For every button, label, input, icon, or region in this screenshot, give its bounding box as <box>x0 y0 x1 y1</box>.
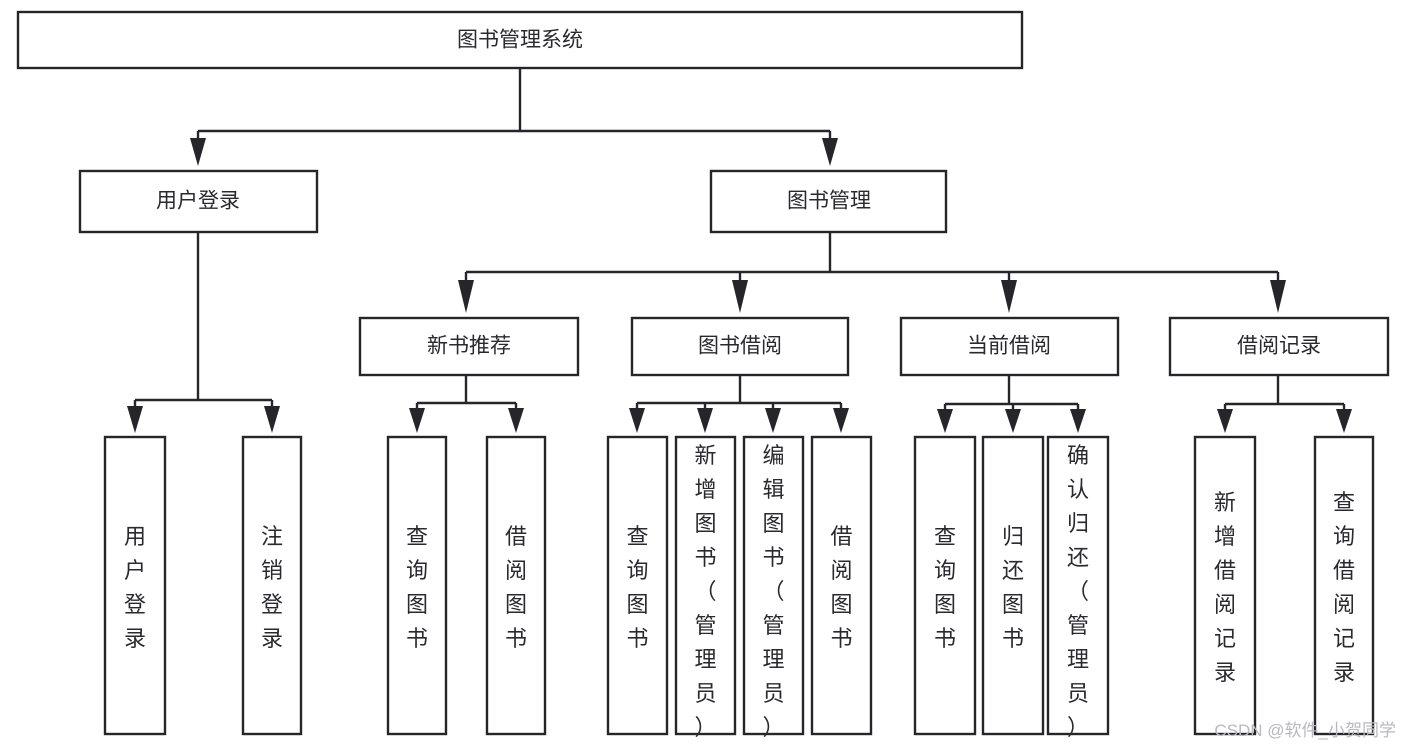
node-user-login-label: 用户登录 <box>156 190 240 213</box>
arrow-head-user-login-leaf-1 <box>127 406 143 433</box>
leaf-query-book-3[interactable]: 查询图书 <box>913 435 977 736</box>
node-user-login-box[interactable] <box>78 169 319 234</box>
leaf-user-login-box[interactable] <box>103 435 167 736</box>
arrow-head-user-login-leaf-2 <box>264 406 280 433</box>
arrow-head-root-to-user-login <box>190 138 206 166</box>
leaf-borrow-book-1[interactable]: 借阅图书 <box>485 435 547 736</box>
node-new-book-rec[interactable]: 新书推荐 <box>358 316 580 377</box>
leaf-add-borrow-record[interactable]: 新增借阅记录 <box>1193 435 1257 736</box>
arrow-head-current-borrow-leaf-3 <box>1070 409 1086 433</box>
node-borrow-record-label: 借阅记录 <box>1237 335 1321 358</box>
node-current-borrow[interactable]: 当前借阅 <box>899 316 1120 377</box>
leaf-borrow-book-2-label: 借阅图书 <box>830 524 852 651</box>
connector-group-current-borrow <box>937 375 1086 433</box>
leaf-add-book-admin-label: 新增图书（管理员） <box>694 443 716 740</box>
arrow-head-borrow-record-leaf-2 <box>1336 409 1352 433</box>
connector-group-book-manage <box>458 232 1286 313</box>
leaf-query-book-1-box[interactable] <box>386 435 448 736</box>
node-book-manage-box[interactable] <box>709 169 948 234</box>
node-root-box[interactable] <box>16 10 1024 70</box>
leaf-edit-book-admin[interactable]: 编辑图书（管理员） <box>742 435 805 740</box>
leaf-user-login[interactable]: 用户登录 <box>103 435 167 736</box>
connector-group-root <box>190 68 838 166</box>
node-root[interactable]: 图书管理系统 <box>16 10 1024 70</box>
leaf-confirm-return-admin[interactable]: 确认归还（管理员） <box>1046 435 1110 740</box>
leaf-logout-login[interactable]: 注销登录 <box>241 435 303 736</box>
node-book-manage-label: 图书管理 <box>787 190 871 213</box>
node-borrow-record[interactable]: 借阅记录 <box>1168 316 1390 377</box>
leaf-confirm-return-admin-box[interactable] <box>1046 435 1110 736</box>
leaf-query-borrow-record-label: 查询借阅记录 <box>1333 490 1355 685</box>
leaf-borrow-book-2[interactable]: 借阅图书 <box>810 435 873 736</box>
leaf-query-book-1[interactable]: 查询图书 <box>386 435 448 736</box>
arrow-head-to-current-borrow <box>1001 280 1017 313</box>
leaf-return-book-box[interactable] <box>981 435 1045 736</box>
arrow-head-to-book-borrow <box>732 280 748 313</box>
connector-group-borrow-record <box>1217 375 1352 433</box>
leaf-borrow-book-1-box[interactable] <box>485 435 547 736</box>
leaf-query-book-3-box[interactable] <box>913 435 977 736</box>
leaf-query-borrow-record[interactable]: 查询借阅记录 <box>1313 435 1375 736</box>
node-current-borrow-box[interactable] <box>899 316 1120 377</box>
leaf-node-layer: 用户登录 注销登录 查询图书 借阅图书 查询图书 新增图书（管理员） 编辑图书（管理员） 借阅… <box>103 435 1375 740</box>
arrow-head-current-borrow-leaf-1 <box>937 409 953 433</box>
arrow-head-root-to-book-manage <box>822 138 838 166</box>
arrow-head-book-borrow-leaf-4 <box>833 408 849 433</box>
leaf-logout-login-box[interactable] <box>241 435 303 736</box>
node-borrow-record-box[interactable] <box>1168 316 1390 377</box>
arrow-head-book-borrow-leaf-1 <box>629 408 645 433</box>
arrow-head-new-book-rec-leaf-2 <box>508 408 524 433</box>
arrow-head-borrow-record-leaf-1 <box>1217 409 1233 433</box>
leaf-return-book[interactable]: 归还图书 <box>981 435 1045 736</box>
connector-group-new-book-rec <box>409 375 524 433</box>
node-new-book-rec-label: 新书推荐 <box>427 335 511 358</box>
arrow-head-book-borrow-leaf-3 <box>765 408 781 433</box>
leaf-query-book-1-label: 查询图书 <box>406 524 428 651</box>
arrow-head-book-borrow-leaf-2 <box>697 408 713 433</box>
csdn-watermark: CSDN @软件_小贺同学 <box>1214 721 1396 740</box>
node-book-manage[interactable]: 图书管理 <box>709 169 948 234</box>
leaf-query-borrow-record-box[interactable] <box>1313 435 1375 736</box>
leaf-add-borrow-record-box[interactable] <box>1193 435 1257 736</box>
node-current-borrow-label: 当前借阅 <box>967 335 1051 358</box>
leaf-edit-book-admin-box[interactable] <box>742 435 805 736</box>
arrow-head-new-book-rec-leaf-1 <box>409 408 425 433</box>
leaf-edit-book-admin-label: 编辑图书（管理员） <box>762 443 784 740</box>
arrow-head-to-borrow-record <box>1270 280 1286 313</box>
node-book-borrow-box[interactable] <box>630 316 850 377</box>
connector-group-book-borrow <box>629 375 849 433</box>
arrow-head-to-new-book-rec <box>458 280 474 313</box>
leaf-add-book-admin-box[interactable] <box>674 435 737 736</box>
leaf-borrow-book-2-box[interactable] <box>810 435 873 736</box>
connector-group-user-login <box>127 232 280 433</box>
node-book-borrow[interactable]: 图书借阅 <box>630 316 850 377</box>
leaf-logout-login-label: 注销登录 <box>261 524 283 651</box>
leaf-query-book-3-label: 查询图书 <box>934 524 956 651</box>
leaf-query-book-2-label: 查询图书 <box>626 524 648 651</box>
leaf-query-book-2-box[interactable] <box>606 435 669 736</box>
node-user-login[interactable]: 用户登录 <box>78 169 319 234</box>
node-new-book-rec-box[interactable] <box>358 316 580 377</box>
arrow-head-current-borrow-leaf-2 <box>1005 409 1021 433</box>
leaf-confirm-return-admin-label: 确认归还（管理员） <box>1067 443 1089 740</box>
leaf-return-book-label: 归还图书 <box>1002 524 1024 651</box>
node-book-borrow-label: 图书借阅 <box>698 335 782 358</box>
leaf-user-login-label: 用户登录 <box>124 524 146 651</box>
leaf-add-book-admin[interactable]: 新增图书（管理员） <box>674 435 737 740</box>
leaf-add-borrow-record-label: 新增借阅记录 <box>1214 490 1236 685</box>
leaf-query-book-2[interactable]: 查询图书 <box>606 435 669 736</box>
leaf-borrow-book-1-label: 借阅图书 <box>505 524 527 651</box>
node-root-label: 图书管理系统 <box>457 29 583 52</box>
